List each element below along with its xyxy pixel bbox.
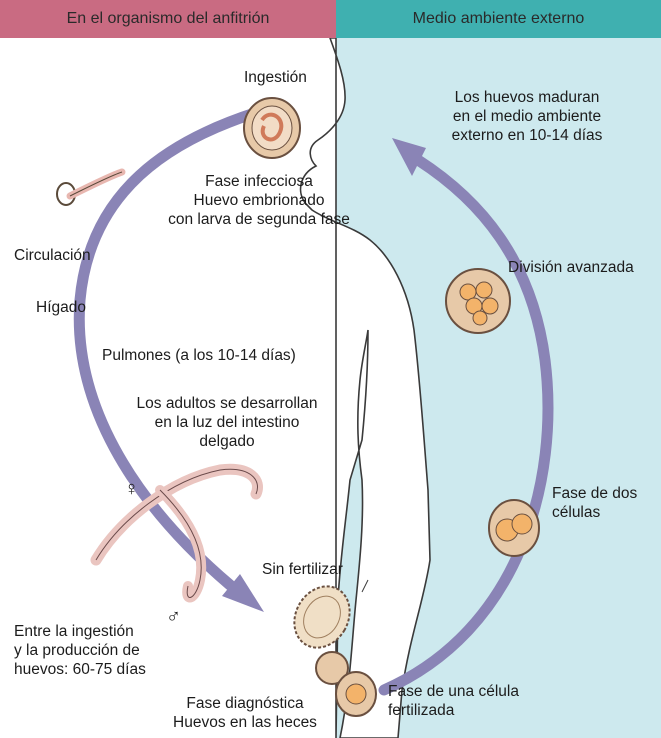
female-symbol: ♀ [124, 480, 139, 499]
two-cell-egg-icon [489, 500, 539, 556]
diagnostic-stage-label: Fase diagnóstica Huevos en las heces [160, 694, 330, 732]
liver-label: Hígado [36, 298, 86, 317]
environment-header: Medio ambiente externo [336, 0, 661, 38]
environment-header-label: Medio ambiente externo [413, 10, 585, 28]
advanced-division-label: División avanzada [508, 258, 634, 277]
prepatent-period-label: Entre la ingestión y la producción de hu… [14, 622, 146, 679]
unfertilized-label: Sin fertilizar [262, 560, 343, 579]
adults-label: Los adultos se desarrollan en la luz del… [118, 394, 336, 451]
maturation-label: Los huevos maduran en el medio ambiente … [432, 88, 622, 145]
circulation-label: Circulación [14, 246, 91, 265]
ingestion-label: Ingestión [244, 68, 307, 87]
lungs-label: Pulmones (a los 10-14 días) [102, 346, 296, 365]
male-symbol: ♂ [166, 608, 181, 627]
embryonated-egg-icon [244, 98, 300, 158]
host-header: En el organismo del anfitrión [0, 0, 336, 38]
advanced-division-egg-icon [446, 269, 510, 333]
two-cell-stage-label: Fase de dos células [552, 484, 637, 522]
host-header-label: En el organismo del anfitrión [67, 10, 270, 28]
infective-stage-label: Fase infecciosa Huevo embrionado con lar… [144, 172, 374, 229]
one-cell-stage-label: Fase de una célula fertilizada [388, 682, 519, 720]
